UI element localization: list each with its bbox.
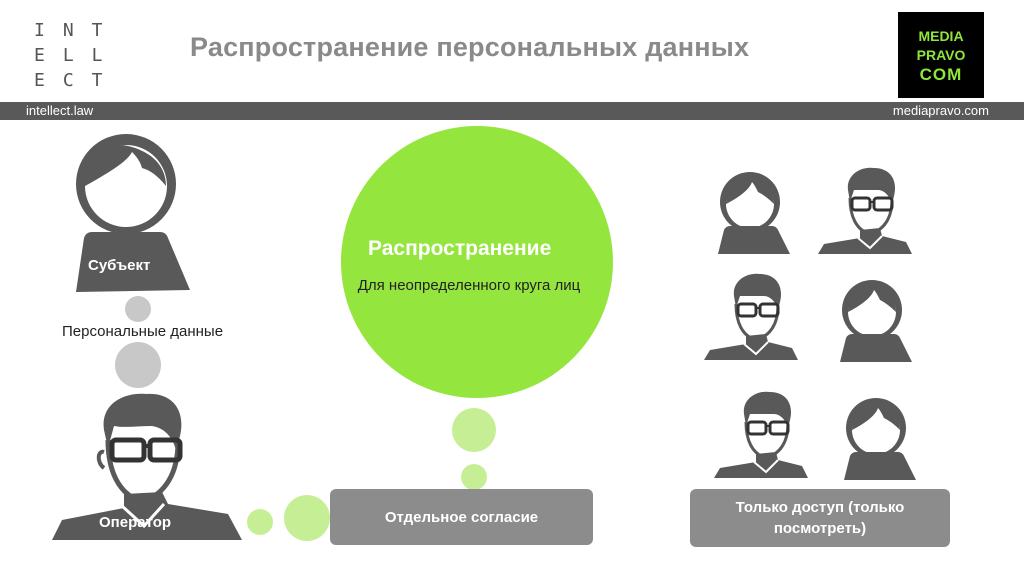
logo-line-1: INT <box>34 20 121 41</box>
logo-line-2: ELL <box>34 45 121 66</box>
connector-dots-bottom <box>247 495 330 541</box>
operator-label: Оператор <box>99 514 172 531</box>
mediapravo-logo: MEDIA PRAVO COM <box>898 12 984 98</box>
logo-line-3: ECT <box>34 70 121 91</box>
operator-person-icon <box>52 393 242 540</box>
bubble-title: Распространение <box>368 237 552 260</box>
male-person-icon <box>704 273 798 360</box>
subject-person-icon <box>76 134 190 292</box>
page-title: Распространение персональных данных <box>190 32 750 62</box>
logo-com: COM <box>919 64 963 84</box>
subject-label: Субъект <box>88 257 151 274</box>
female-person-icon <box>718 172 790 254</box>
logo-media: MEDIA <box>918 27 964 44</box>
connector-dots-center <box>452 408 496 490</box>
male-person-icon <box>714 391 808 478</box>
male-person-icon <box>818 167 912 254</box>
personal-data-label: Персональные данные <box>62 323 224 340</box>
logo-pravo: PRAVO <box>916 46 966 63</box>
intellect-logo: INT ELL ECT <box>34 18 114 93</box>
access-only-box: Только доступ (только посмотреть) <box>690 489 950 547</box>
separate-consent-box: Отдельное согласие <box>330 489 593 545</box>
distribution-bubble <box>341 126 613 398</box>
header-strip: intellect.law mediapravo.com <box>0 102 1024 120</box>
female-person-icon <box>840 280 912 362</box>
site-link-mediapravo[interactable]: mediapravo.com <box>892 103 989 118</box>
bubble-subtitle: Для неопределенного круга лиц <box>357 277 581 294</box>
female-person-icon <box>844 398 916 480</box>
connector-dots-left <box>115 296 161 388</box>
site-link-intellect[interactable]: intellect.law <box>26 103 94 118</box>
